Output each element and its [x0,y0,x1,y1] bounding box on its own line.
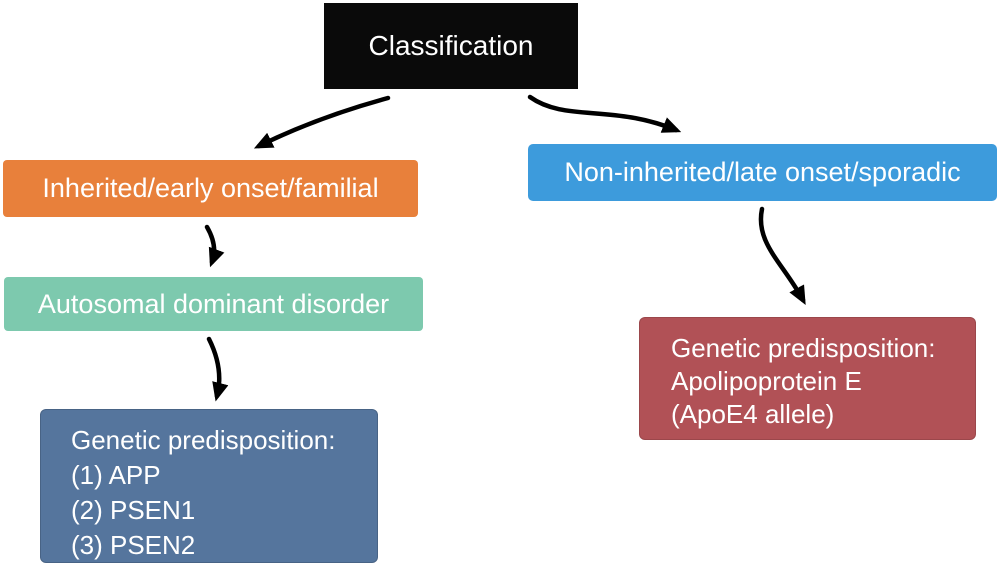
genetic-familial-line-psen2: (3) PSEN2 [71,530,196,560]
genetic-sporadic-line-title: Genetic predisposition: [671,333,936,363]
edge-noninherited-to-genetic-sporadic-arrow [758,206,806,305]
node-noninherited-label: Non-inherited/late onset/sporadic [564,157,961,188]
node-genetic-predisposition-familial: Genetic predisposition: (1) APP (2) PSEN… [40,409,378,563]
node-inherited-label: Inherited/early onset/familial [42,173,379,204]
genetic-familial-line-psen1: (2) PSEN1 [71,495,196,525]
node-autosomal-dominant-disorder: Autosomal dominant disorder [4,277,423,331]
node-inherited-early-onset-familial: Inherited/early onset/familial [3,160,418,217]
node-classification: Classification [324,3,578,89]
node-classification-label: Classification [368,30,534,62]
edge-inherited-to-autosomal-arrow [204,224,225,268]
genetic-sporadic-line-apoe: Apolipoprotein E [671,366,862,396]
node-non-inherited-late-onset-sporadic: Non-inherited/late onset/sporadic [528,144,997,201]
genetic-sporadic-line-allele: (ApoE4 allele) [671,399,835,429]
edge-classification-to-noninherited-arrow [527,94,682,133]
genetic-familial-line-title: Genetic predisposition: [71,425,336,455]
edge-autosomal-to-genetic-familial-arrow [206,336,229,402]
node-autosomal-label: Autosomal dominant disorder [37,288,390,319]
genetic-familial-line-app: (1) APP [71,460,161,490]
edge-classification-to-inherited-arrow [253,95,391,149]
node-genetic-predisposition-sporadic: Genetic predisposition: Apolipoprotein E… [639,317,976,440]
